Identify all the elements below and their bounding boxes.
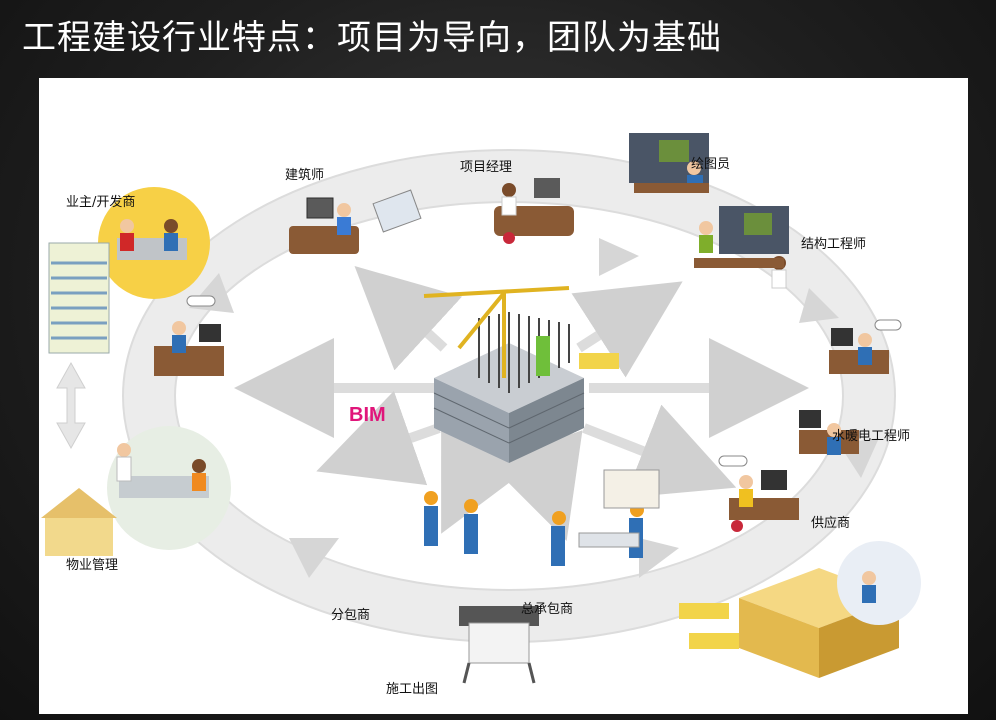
mep-engineer-workstation <box>799 410 859 455</box>
engineer-workstation <box>829 319 902 374</box>
radial-arrow <box>487 430 583 541</box>
property-management-meeting <box>107 426 231 550</box>
crane-illustration <box>423 286 570 378</box>
ring-arrow <box>639 538 679 578</box>
two-way-arrow <box>56 361 86 450</box>
project-manager-label: 项目经理 <box>460 160 513 175</box>
radial-arrow <box>571 281 683 378</box>
printing-label: 施工出图 <box>386 682 439 697</box>
owner-rep-workstation <box>154 295 224 376</box>
ring-arrow <box>599 238 639 276</box>
project-manager-workstation <box>494 178 574 244</box>
general-contractor-label: 总承包商 <box>521 602 574 617</box>
diagram-panel: BIM 业主/开发商 建筑师 项目经理 绘图员 结构工程师 水暖电工程师 供应商… <box>39 78 968 714</box>
drafter-workstation <box>629 133 709 193</box>
slide-title: 工程建设行业特点：项目为导向，团队为基础 <box>22 18 722 58</box>
structural-engineer-workstation <box>694 206 789 289</box>
property-management-label: 物业管理 <box>66 558 119 573</box>
contractor-workers <box>424 469 660 566</box>
radial-arrow <box>441 421 531 534</box>
building-illustration <box>423 286 619 463</box>
radial-arrow <box>316 390 441 486</box>
plotter-illustration <box>459 606 539 684</box>
owner-building <box>48 242 110 354</box>
property-house <box>41 488 117 556</box>
bim-label: BIM <box>349 404 386 426</box>
architect-workstation <box>289 189 422 254</box>
radial-arrow <box>582 404 737 498</box>
team-vignettes <box>41 133 921 684</box>
architect-label: 建筑师 <box>285 168 325 183</box>
mep-engineer-label: 水暖电工程师 <box>832 429 911 444</box>
owner-meeting <box>98 187 210 299</box>
supplier-workstation <box>718 455 799 532</box>
subcontractor-label: 分包商 <box>331 608 371 623</box>
structural-engineer-label: 结构工程师 <box>801 237 867 252</box>
drafter-label: 绘图员 <box>691 157 731 172</box>
ring-arrow <box>289 538 339 578</box>
ring-arrow <box>799 288 839 323</box>
owner-label: 业主/开发商 <box>66 195 136 210</box>
supplier-label: 供应商 <box>811 516 851 531</box>
radial-arrow <box>354 265 463 371</box>
workflow-diagram <box>41 133 921 684</box>
warehouse-illustration <box>679 541 921 678</box>
